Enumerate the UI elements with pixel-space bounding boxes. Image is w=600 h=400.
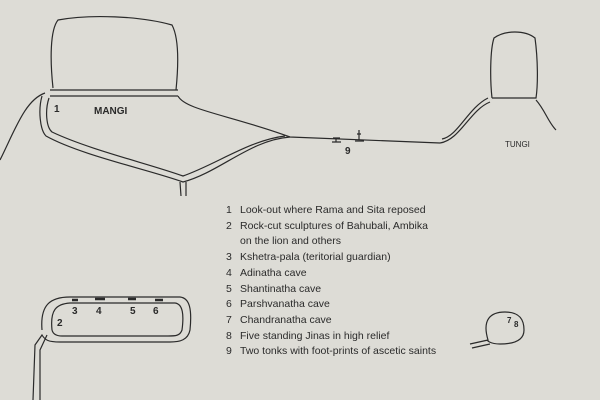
legend-text: Look-out where Rama and Sita reposed [240,204,426,216]
legend-item: 3 Kshetra-pala (teritorial guardian) [226,250,436,266]
mangi-upper-slope [177,95,441,144]
caves-enclosure [32,296,192,400]
legend-item: 4 Adinatha cave [226,266,436,282]
legend-text: Shantinatha cave [240,282,322,295]
legend-number: 4 [226,266,232,279]
legend-text: Chandranatha cave [240,313,332,326]
legend-number: 6 [226,298,232,311]
marker-5: 5 [130,306,136,317]
legend-item: 2 Rock-cut sculptures of Bahubali, Ambika [226,219,436,235]
legend-item: 1 Look-out where Rama and Sita reposed [226,203,436,219]
legend-text: Two tonks with foot-prints of ascetic sa… [240,345,437,358]
legend-text: Rock-cut sculptures of Bahubali, Ambika [240,219,428,232]
cave-marks [72,297,163,302]
place-label-mangi: MANGI [94,106,128,117]
mangi-rock [50,15,179,91]
marker-2: 2 [57,318,63,329]
marker-9: 9 [345,146,351,157]
tungi-rock [490,31,538,99]
legend-item: 6 Parshvanatha cave [226,297,436,313]
legend-number: 2 [226,219,232,232]
cave-7-8-loop [469,311,525,349]
mangi-left-slope [0,92,46,161]
legend-text: Adinatha cave [240,266,307,279]
marker-3: 3 [72,306,78,317]
marker-8: 8 [514,320,519,329]
legend-item: 9 Two tonks with foot-prints of ascetic s… [226,344,436,360]
legend-number: 8 [226,329,232,342]
legend-text: on the lion and others [240,235,341,248]
path-stem [179,181,187,197]
place-label-tungi: TUNGI [505,140,530,149]
legend-item: 5 Shantinatha cave [226,282,436,298]
legend-number: 3 [226,251,232,264]
tungi-right-slope [535,99,557,131]
tonk-2 [355,130,364,142]
marker-4: 4 [96,306,102,317]
legend-text: Kshetra-pala (teritorial guardian) [240,251,391,264]
legend-number: 9 [226,345,232,358]
marker-6: 6 [153,306,159,317]
legend-number: 1 [226,204,232,216]
caves-inner [51,302,184,337]
tonk-1 [332,137,341,143]
legend-item: 8 Five standing Jinas in high relief [226,329,436,345]
legend-number: 5 [226,282,232,295]
legend-text: Five standing Jinas in high relief [240,329,390,342]
mangi-ledge [50,89,178,97]
marker-7: 7 [507,316,512,325]
path-left-inner [46,97,286,177]
legend-number: 7 [226,313,232,326]
legend-text: Parshvanatha cave [240,298,330,311]
path-left-outer [39,95,291,183]
legend-item: 7 Chandranatha cave [226,313,436,329]
legend-item-continuation: on the lion and others [226,234,436,250]
path-to-tungi [439,97,491,144]
marker-1: 1 [54,104,60,115]
